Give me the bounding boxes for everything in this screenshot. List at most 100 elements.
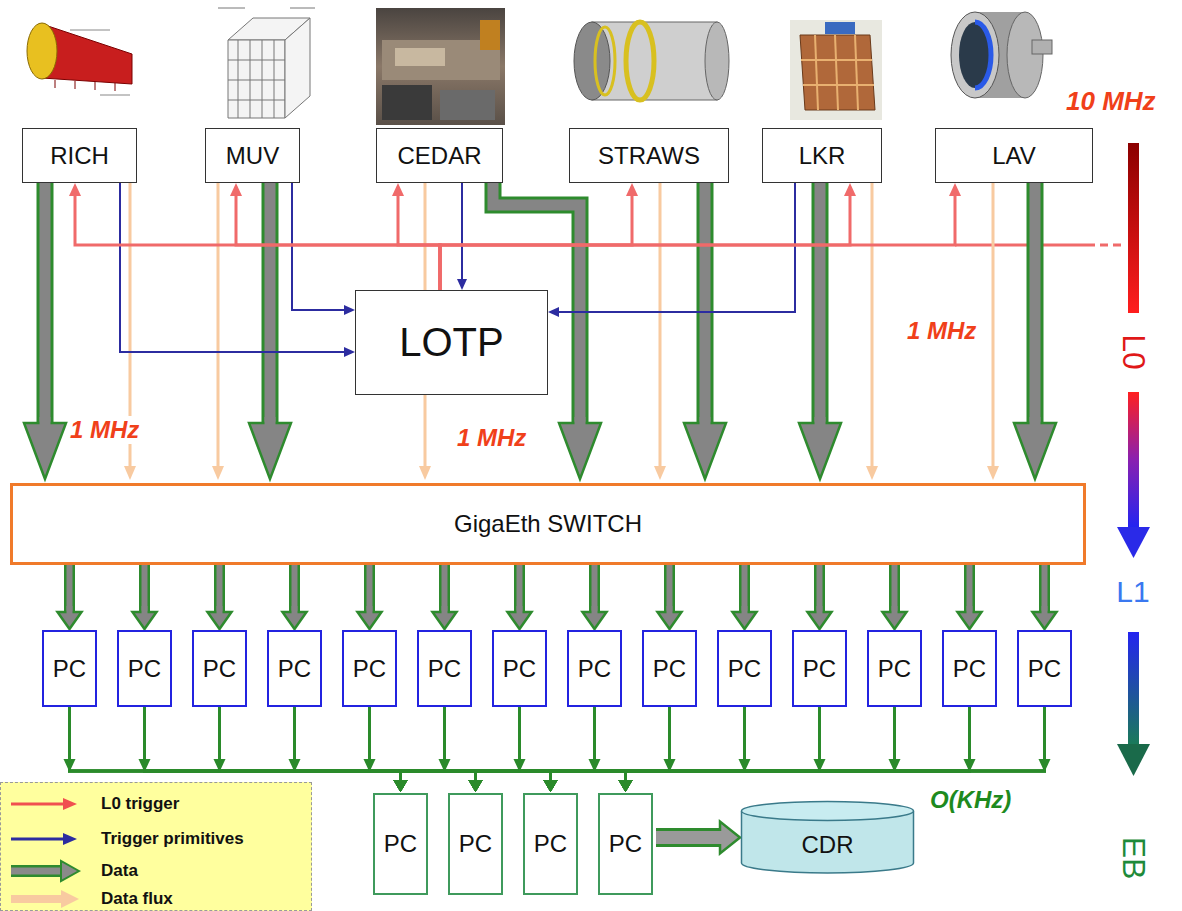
node-label: PC <box>459 830 492 858</box>
event-bus-line <box>469 707 1045 792</box>
event-bus-line <box>469 707 670 792</box>
bus-arrowhead <box>1039 759 1051 772</box>
event-bus-line <box>145 707 633 792</box>
detector-box: RICH <box>22 128 137 183</box>
bus-arrowhead <box>664 759 676 772</box>
data-arrow <box>1033 565 1057 629</box>
l0-trigger-arrow <box>69 183 440 290</box>
event-bus-line <box>370 707 558 792</box>
event-bus-line <box>394 707 670 792</box>
event-bus-line <box>520 707 633 792</box>
data-arrow <box>249 183 291 479</box>
data-arrow <box>133 565 157 629</box>
event-bus-line <box>469 707 820 792</box>
event-bus-line <box>70 707 558 792</box>
detector-box: CEDAR <box>376 128 503 183</box>
bus-arrowhead <box>814 759 826 772</box>
bus-arrowhead <box>214 759 226 772</box>
pc-box: PC <box>598 793 653 895</box>
rate-label: 1 MHz <box>905 317 978 345</box>
trigger-primitive-arrow <box>292 183 355 315</box>
trigger-processor-box: LOTP <box>355 290 548 395</box>
event-bus-line <box>70 707 633 792</box>
detector-box: STRAWS <box>569 128 729 183</box>
event-bus-line <box>295 707 633 792</box>
node-label: PC <box>653 655 686 683</box>
event-bus-line <box>220 707 633 792</box>
detector-box: LKR <box>762 128 882 183</box>
event-bus-line <box>544 707 820 792</box>
bus-arrowhead <box>139 759 151 772</box>
pc-box: PC <box>792 630 847 707</box>
node-label: PC <box>503 655 536 683</box>
pc-box: PC <box>448 793 503 895</box>
legend-text: Data flux <box>101 889 173 909</box>
data-arrow <box>433 565 457 629</box>
pc-box: PC <box>417 630 472 707</box>
data-arrow <box>58 565 82 629</box>
node-label: CEDAR <box>397 142 481 170</box>
event-bus-line <box>370 707 483 792</box>
event-bus-line <box>220 707 558 792</box>
level-label: EB <box>1115 837 1152 880</box>
rate-label: O(KHz) <box>930 786 1011 814</box>
data-arrow <box>958 565 982 629</box>
event-bus-line <box>544 707 1045 792</box>
data-flux-arrow <box>212 183 224 480</box>
data-arrow <box>658 565 682 629</box>
event-bus-line <box>394 707 820 792</box>
muv-illustration <box>218 8 315 118</box>
event-bus-line <box>469 707 895 792</box>
node-label: CDR <box>802 817 854 859</box>
data-arrow <box>883 565 907 629</box>
rich-illustration <box>27 23 132 95</box>
event-bus-line <box>619 707 970 792</box>
node-label: PC <box>128 655 161 683</box>
event-bus-line <box>295 707 483 792</box>
cedar-photo <box>376 8 505 125</box>
bus-arrowhead <box>289 759 301 772</box>
pc-box: PC <box>342 630 397 707</box>
pc-box: PC <box>192 630 247 707</box>
pc-box: PC <box>867 630 922 707</box>
l0-trigger-arrow <box>230 183 440 290</box>
node-label: LOTP <box>399 320 503 365</box>
event-bus-line <box>220 707 408 792</box>
pc-box: PC <box>42 630 97 707</box>
pc-box: PC <box>373 793 428 895</box>
node-label: LAV <box>992 142 1036 170</box>
detector-box: MUV <box>205 128 300 183</box>
lkr-photo <box>790 20 882 120</box>
event-bus-line <box>469 707 595 792</box>
event-bus-line <box>370 707 633 792</box>
node-label: MUV <box>226 142 279 170</box>
trigger-primitive-arrow <box>548 183 795 317</box>
l0-trigger-arrow <box>440 183 856 290</box>
node-label: PC <box>803 655 836 683</box>
node-label: PC <box>578 655 611 683</box>
node-label: PC <box>609 830 642 858</box>
event-bus-line <box>619 707 1045 792</box>
node-label: PC <box>53 655 86 683</box>
event-bus-line <box>445 707 633 792</box>
event-bus-line <box>469 707 970 792</box>
pc-box: PC <box>717 630 772 707</box>
event-bus-line <box>394 707 595 792</box>
storage-arrow <box>656 822 740 854</box>
data-arrow <box>733 565 757 629</box>
pc-box: PC <box>267 630 322 707</box>
data-flux-arrow <box>866 183 878 480</box>
bus-arrowhead <box>514 759 526 772</box>
event-bus-line <box>70 707 483 792</box>
node-label: PC <box>1028 655 1061 683</box>
storage-cylinder: CDR <box>740 800 915 875</box>
node-label: PC <box>278 655 311 683</box>
node-label: PC <box>428 655 461 683</box>
rate-label: 10 MHz <box>1066 86 1156 117</box>
node-label: RICH <box>50 142 109 170</box>
node-label: PC <box>534 830 567 858</box>
event-bus-line <box>544 707 670 792</box>
data-arrow <box>24 183 66 479</box>
node-label: PC <box>203 655 236 683</box>
bus-arrowhead <box>589 759 601 772</box>
